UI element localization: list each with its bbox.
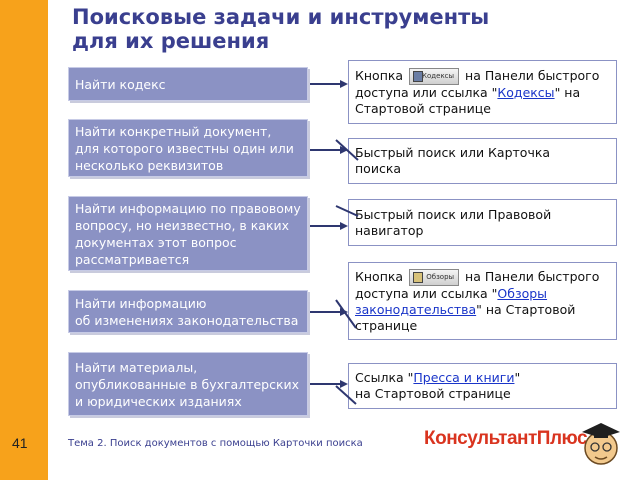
answer-line: Кнопка Кодексы на Панели быстрого <box>355 67 610 85</box>
page-title-line-1: Поисковые задачи и инструменты <box>72 5 490 29</box>
answer-line: поиска <box>355 161 402 176</box>
task-line: несколько реквизитов <box>75 157 224 173</box>
task-box-find-document: Найти конкретный документ, для которого … <box>68 119 308 177</box>
orange-sidebar <box>0 0 48 480</box>
task-line: Найти информацию по правовому <box>75 200 301 216</box>
arrow-connector-3 <box>310 205 359 227</box>
task-line: Найти конкретный документ, <box>75 123 272 139</box>
answer-text: Кнопка <box>355 67 408 83</box>
consultant-plus-logo: КонсультантПлюс <box>424 428 588 449</box>
answer-box-reviews: Кнопка Обзоры на Панели быстрого доступа… <box>348 262 617 340</box>
page-title-line-2: для их решения <box>72 29 270 53</box>
professor-mascot-icon <box>582 423 620 465</box>
task-line: Найти информацию <box>75 295 207 311</box>
answer-text: Кнопка <box>355 268 408 284</box>
task-line: документах этот вопрос <box>75 234 237 250</box>
answer-line: навигатор <box>355 222 424 238</box>
answer-box-quick-search-navigator: Быстрый поиск или Правовой навигатор <box>348 199 617 246</box>
answer-line: странице <box>355 317 418 333</box>
reviews-button-label: Обзоры <box>426 272 455 281</box>
task-box-publications: Найти материалы, опубликованные в бухгал… <box>68 352 308 416</box>
codex-button-label: Кодексы <box>422 71 455 80</box>
arrow-connector-5 <box>310 383 357 405</box>
arrow-connector-4 <box>310 299 357 329</box>
arrow-right-icon <box>340 380 348 388</box>
task-line: и юридических изданиях <box>75 393 242 409</box>
codex-button-icon[interactable]: Кодексы <box>409 67 460 85</box>
answer-box-codex: Кнопка Кодексы на Панели быстрого доступ… <box>348 60 617 124</box>
answer-line: Быстрый поиск или Правовой <box>355 206 552 222</box>
task-box-legal-question: Найти информацию по правовому вопросу, н… <box>68 196 308 271</box>
arrow-right-icon <box>340 222 348 230</box>
task-line: опубликованные в бухгалтерских <box>75 376 300 392</box>
answer-line: Ссылка "Пресса и книги" <box>355 370 610 386</box>
task-line: для которого известны один или <box>75 140 294 156</box>
task-line: Найти кодекс <box>75 76 166 92</box>
answer-line: доступа или ссылка "Обзоры <box>355 286 610 302</box>
answer-text: доступа или ссылка " <box>355 84 498 100</box>
arrow-right-icon <box>340 80 348 88</box>
answer-line: доступа или ссылка "Кодексы" на <box>355 85 610 101</box>
answer-text: " <box>514 370 521 385</box>
task-line: вопросу, но неизвестно, в каких <box>75 217 290 233</box>
book-icon <box>413 70 424 82</box>
answer-box-press-books: Ссылка "Пресса и книги" на Стартовой стр… <box>348 363 617 409</box>
answer-text: Ссылка " <box>355 370 414 385</box>
answer-line: на Стартовой странице <box>355 386 511 401</box>
answer-line: Кнопка Обзоры на Панели быстрого <box>355 268 610 286</box>
pen-icon <box>413 271 424 283</box>
task-box-find-codex: Найти кодекс <box>68 67 308 101</box>
reviews-button-icon[interactable]: Обзоры <box>409 268 460 286</box>
task-line: Найти материалы, <box>75 359 198 375</box>
task-line: рассматривается <box>75 251 190 267</box>
page-title: Поисковые задачи и инструменты для их ре… <box>72 5 489 53</box>
arrow-right-icon <box>340 308 348 316</box>
reviews-link[interactable]: Обзоры <box>497 285 548 301</box>
answer-line: Быстрый поиск или Карточка <box>355 145 551 160</box>
answer-line: законодательства" на Стартовой <box>355 302 610 318</box>
codex-link[interactable]: Кодексы <box>497 84 555 100</box>
arrow-connector-2 <box>310 139 359 161</box>
footer-topic: Тема 2. Поиск документов с помощью Карто… <box>68 438 363 449</box>
arrow-right-icon <box>340 146 348 154</box>
answer-box-quick-search-card: Быстрый поиск или Карточка поиска <box>348 138 617 184</box>
answer-text: на Панели быстрого <box>461 67 600 83</box>
answer-text: " на Стартовой <box>476 301 576 317</box>
task-box-legislation-changes: Найти информацию об изменениях законодат… <box>68 290 308 333</box>
reviews-link-continued[interactable]: законодательства <box>355 301 477 317</box>
answer-text: " на <box>554 84 581 100</box>
answer-line: Стартовой странице <box>355 100 491 116</box>
task-line: об изменениях законодательства <box>75 312 299 328</box>
answer-text: на Панели быстрого <box>461 268 600 284</box>
answer-text: доступа или ссылка " <box>355 285 498 301</box>
page-number: 41 <box>12 435 28 451</box>
press-books-link[interactable]: Пресса и книги <box>413 370 515 385</box>
